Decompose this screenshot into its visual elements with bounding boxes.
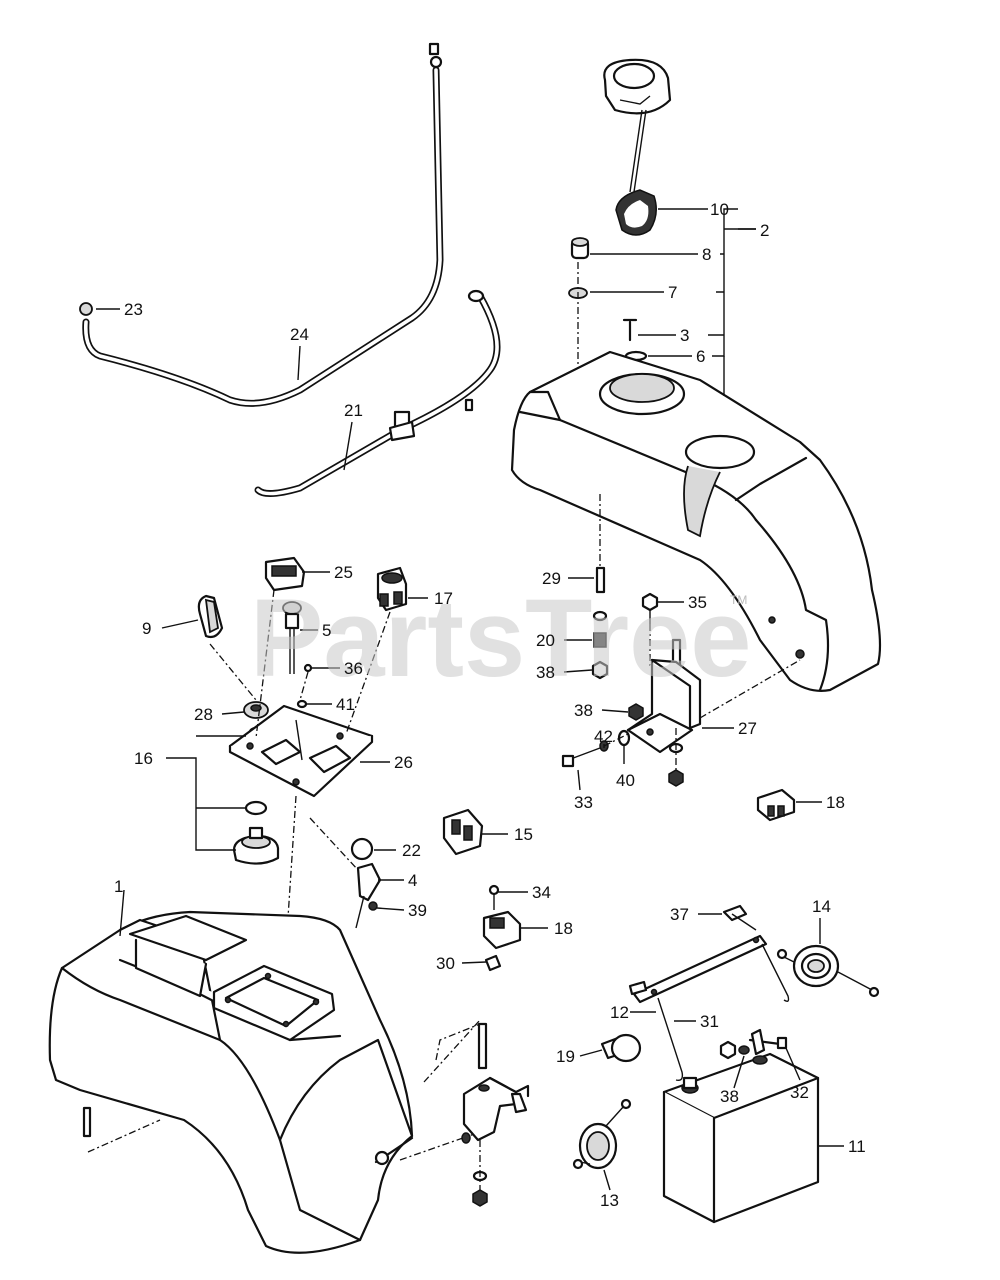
callout-10[interactable]: 10 xyxy=(710,200,729,219)
callout-42[interactable]: 42 xyxy=(594,727,613,746)
battery-11[interactable] xyxy=(662,1052,820,1224)
switch-25[interactable] xyxy=(264,556,306,592)
spacer-20[interactable] xyxy=(593,632,607,648)
callout-38-battery[interactable]: 38 xyxy=(720,1087,739,1106)
nut-39[interactable] xyxy=(368,901,378,911)
nut-38-bracket[interactable] xyxy=(628,703,644,721)
leader-lines xyxy=(96,208,844,1191)
callout-34[interactable]: 34 xyxy=(532,883,551,902)
elbow-3[interactable] xyxy=(622,318,638,342)
callout-24[interactable]: 24 xyxy=(290,325,309,344)
nut-28[interactable] xyxy=(243,701,269,719)
rod-31[interactable] xyxy=(657,943,790,1082)
callout-8[interactable]: 8 xyxy=(702,245,711,264)
callout-4[interactable]: 4 xyxy=(408,871,417,890)
callout-19[interactable]: 19 xyxy=(556,1047,575,1066)
bracket-lower xyxy=(461,1022,530,1207)
lever-4[interactable] xyxy=(355,862,382,929)
screw-34[interactable] xyxy=(488,884,500,910)
fuel-cap[interactable] xyxy=(603,58,672,193)
washer-16-bottom[interactable] xyxy=(244,800,268,816)
callout-13[interactable]: 13 xyxy=(600,1191,619,1210)
plate-26[interactable] xyxy=(228,704,374,798)
hose-21[interactable] xyxy=(254,289,501,497)
callout-39[interactable]: 39 xyxy=(408,901,427,920)
callout-32[interactable]: 32 xyxy=(790,1083,809,1102)
callout-37[interactable]: 37 xyxy=(670,905,689,924)
callout-27[interactable]: 27 xyxy=(738,719,757,738)
callout-7[interactable]: 7 xyxy=(668,283,677,302)
callout-9[interactable]: 9 xyxy=(142,619,151,638)
callout-41[interactable]: 41 xyxy=(336,695,355,714)
callout-36[interactable]: 36 xyxy=(344,659,363,678)
callout-18-middle[interactable]: 18 xyxy=(554,919,573,938)
callout-29[interactable]: 29 xyxy=(542,569,561,588)
nut-30[interactable] xyxy=(484,954,502,972)
ignition-switch-16[interactable] xyxy=(232,826,280,865)
callout-38-bracket[interactable]: 38 xyxy=(574,701,593,720)
callout-17[interactable]: 17 xyxy=(434,589,453,608)
cap-23[interactable] xyxy=(79,302,93,316)
bolt-33[interactable] xyxy=(561,747,601,768)
bracket-27[interactable] xyxy=(626,658,702,754)
callout-22[interactable]: 22 xyxy=(402,841,421,860)
hose-24[interactable] xyxy=(82,42,444,407)
switch-15[interactable] xyxy=(442,808,484,856)
nut-38-upper[interactable] xyxy=(591,660,609,680)
callout-3[interactable]: 3 xyxy=(680,326,689,345)
callout-5[interactable]: 5 xyxy=(322,621,331,640)
screw-battery xyxy=(719,1040,737,1060)
watermark: PartsTree xyxy=(250,577,751,700)
pin-console-left xyxy=(82,1106,92,1138)
callout-20[interactable]: 20 xyxy=(536,631,555,650)
callout-30[interactable]: 30 xyxy=(436,954,455,973)
nut-38-battery[interactable] xyxy=(738,1045,750,1055)
callout-26[interactable]: 26 xyxy=(394,753,413,772)
cover-19[interactable] xyxy=(600,1033,642,1063)
callout-38-upper[interactable]: 38 xyxy=(536,663,555,682)
switch-17[interactable] xyxy=(376,566,408,612)
bolt-35[interactable] xyxy=(641,592,659,624)
knob-9[interactable] xyxy=(197,594,224,639)
callout-23[interactable]: 23 xyxy=(124,300,143,319)
bolt-32[interactable] xyxy=(748,1028,788,1056)
watermark-trademark: TM xyxy=(730,593,747,607)
callout-12[interactable]: 12 xyxy=(610,1003,629,1022)
callout-25[interactable]: 25 xyxy=(334,563,353,582)
cable-14[interactable] xyxy=(776,944,880,998)
callout-18-right[interactable]: 18 xyxy=(826,793,845,812)
console-1[interactable] xyxy=(48,910,414,1254)
switch-18-middle[interactable] xyxy=(482,910,522,950)
pin-29[interactable] xyxy=(595,566,606,594)
fuel-cap-gasket-10[interactable] xyxy=(615,189,657,236)
washer-20-top[interactable] xyxy=(592,610,608,622)
callout-33[interactable]: 33 xyxy=(574,793,593,812)
switch-18-right[interactable] xyxy=(756,788,796,822)
callout-40[interactable]: 40 xyxy=(616,771,635,790)
callout-2[interactable]: 2 xyxy=(760,221,769,240)
hold-down-12[interactable] xyxy=(628,934,768,1004)
callout-6[interactable]: 6 xyxy=(696,347,705,366)
knob-22[interactable] xyxy=(350,837,374,861)
washer-41[interactable] xyxy=(296,699,308,709)
callout-14[interactable]: 14 xyxy=(812,897,831,916)
fuel-tank-2[interactable] xyxy=(510,350,882,692)
callout-labels: 1 2 3 4 5 6 7 8 9 10 11 12 13 14 15 16 1… xyxy=(114,200,866,1210)
bulb-5[interactable] xyxy=(282,601,302,674)
callout-11[interactable]: 11 xyxy=(848,1137,866,1156)
callout-21[interactable]: 21 xyxy=(344,401,363,420)
callout-31[interactable]: 31 xyxy=(700,1012,719,1031)
callout-1[interactable]: 1 xyxy=(114,877,123,896)
callout-35[interactable]: 35 xyxy=(688,593,707,612)
callout-28[interactable]: 28 xyxy=(194,705,213,724)
cable-13[interactable] xyxy=(572,1098,632,1170)
callout-16[interactable]: 16 xyxy=(134,749,153,768)
fitting-8[interactable] xyxy=(570,237,590,260)
callout-15[interactable]: 15 xyxy=(514,825,533,844)
bolt-37[interactable] xyxy=(722,904,757,931)
